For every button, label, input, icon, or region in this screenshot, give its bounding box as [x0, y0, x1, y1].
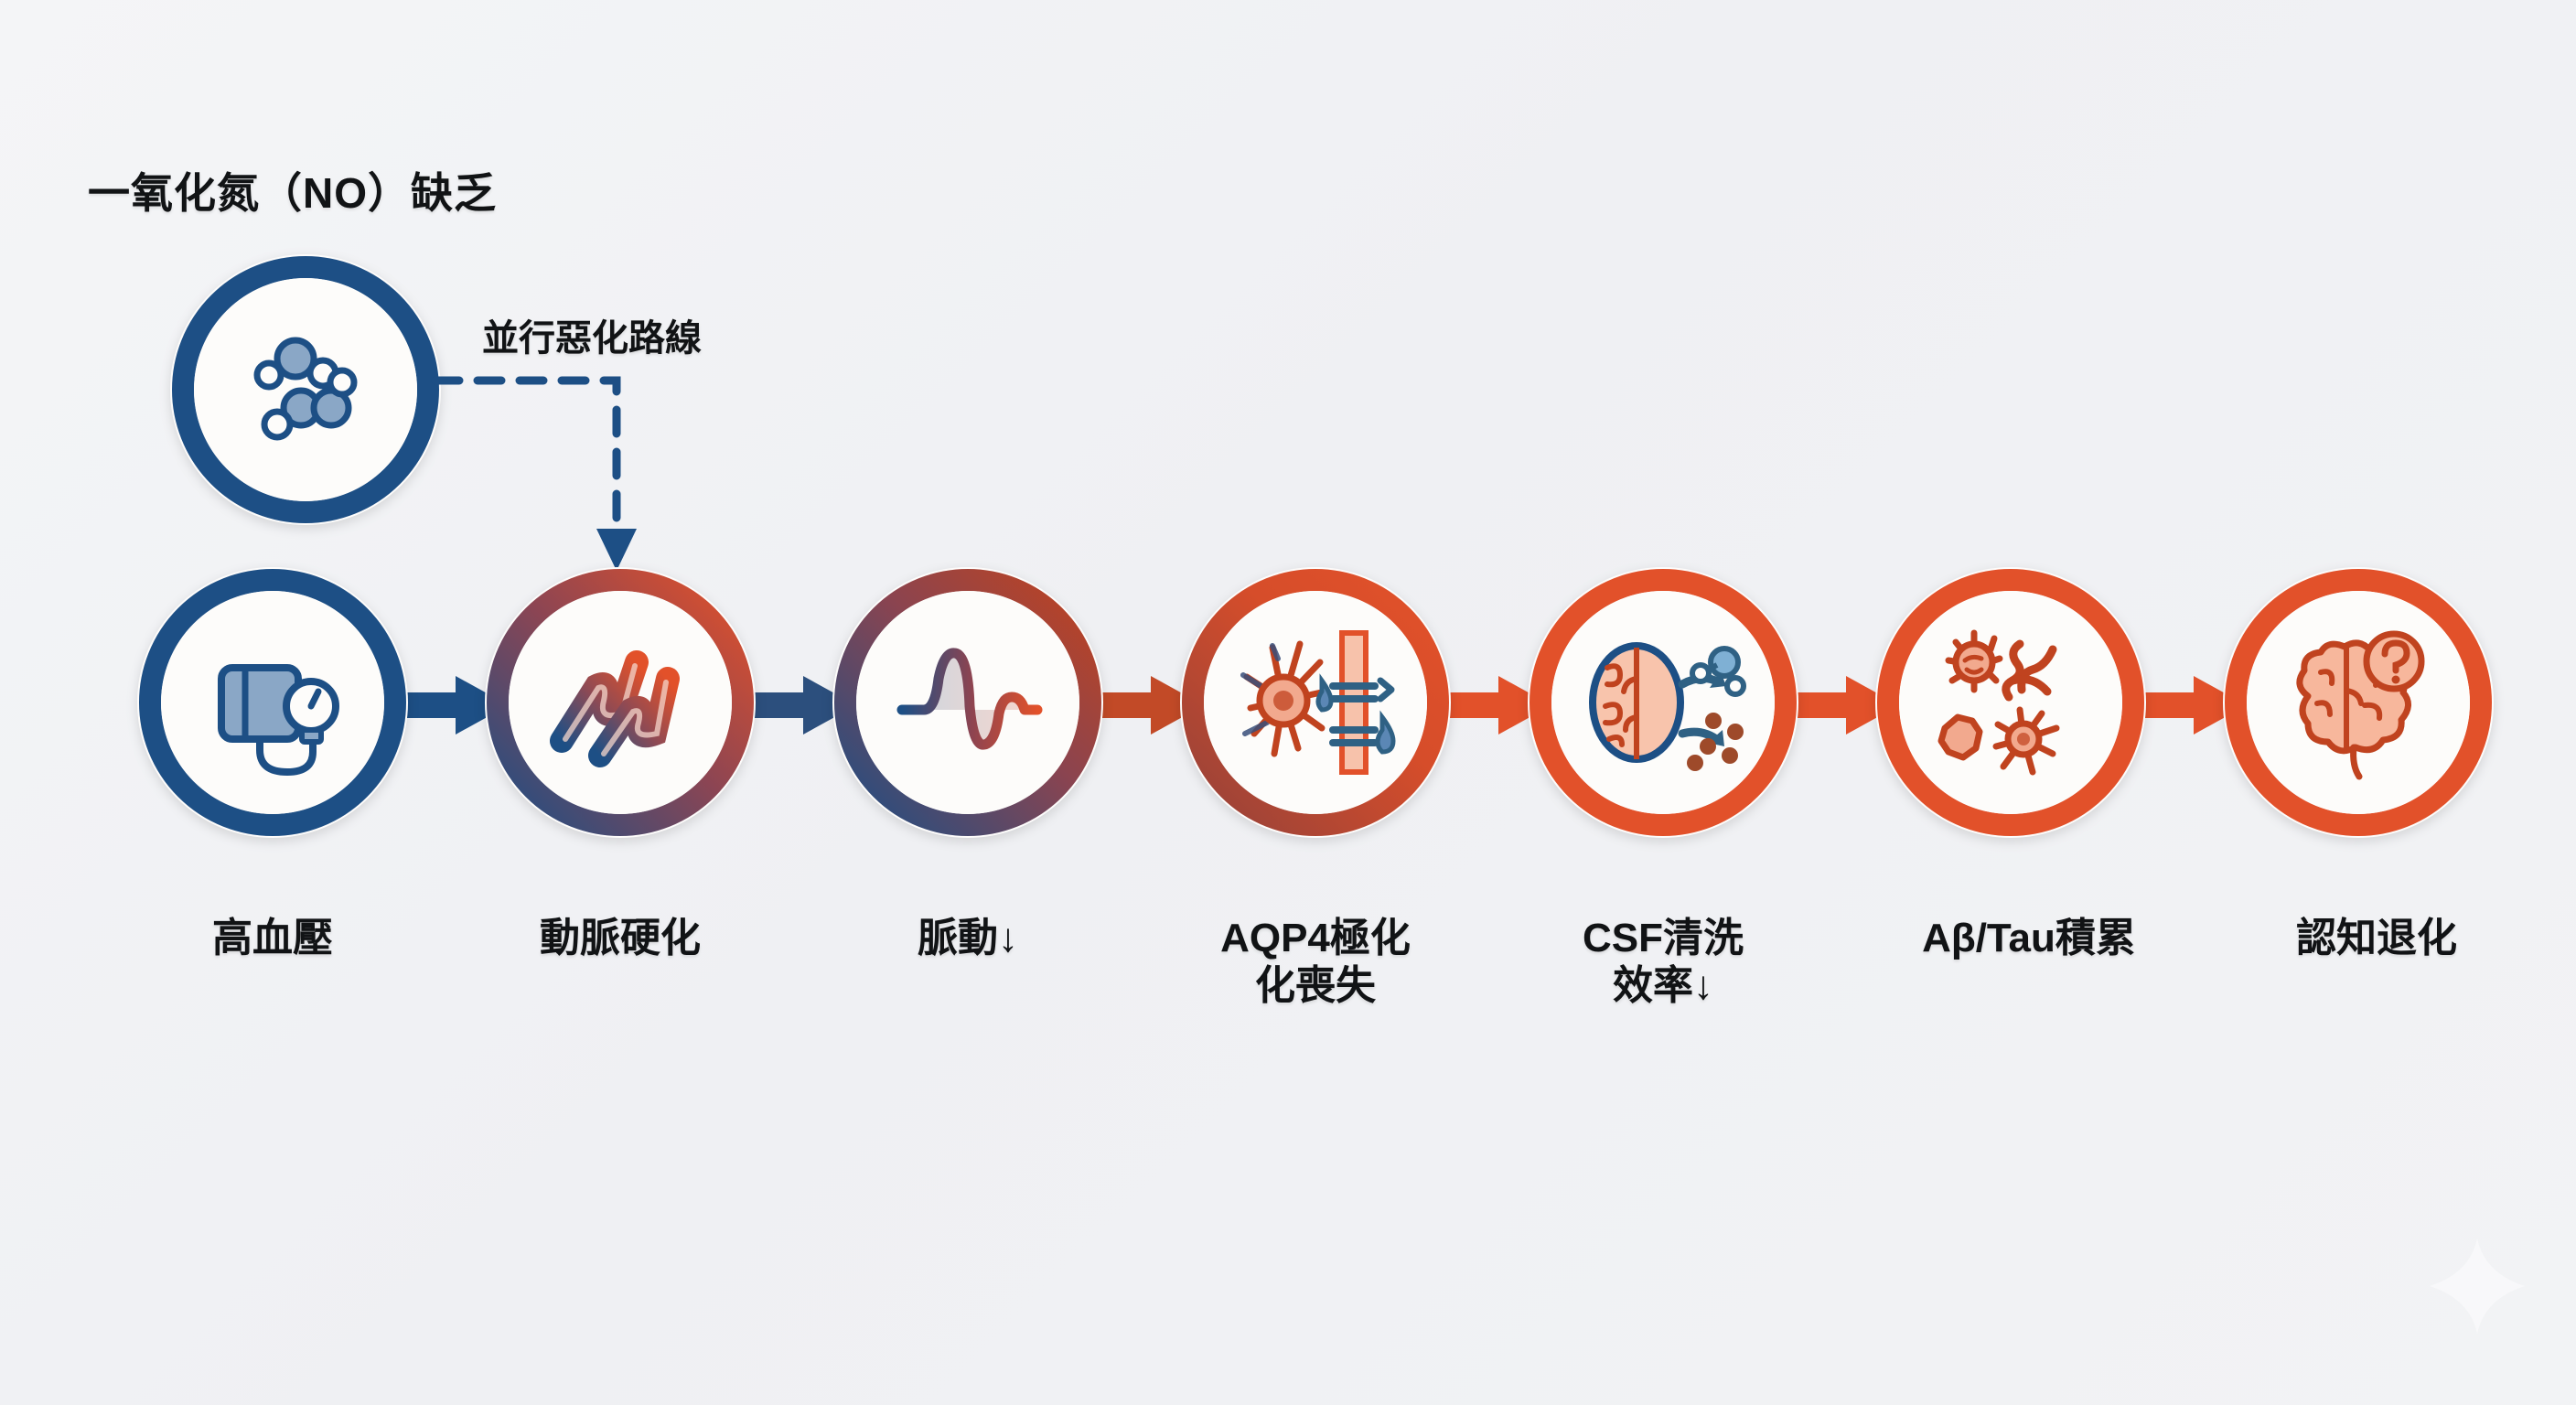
node-icon-plate [1551, 591, 1775, 814]
caption-pulsatility: 脈動↓ [918, 916, 1018, 960]
branch-annotation-label: 並行惡化路線 [482, 318, 702, 359]
blood-pressure-cuff-icon [218, 664, 339, 777]
branch-title: 一氧化氮（NO）缺乏 [88, 169, 497, 217]
node-cognitive-decline[interactable] [2223, 567, 2494, 838]
pulse-waveform-icon [896, 648, 1043, 750]
node-csf-clearance[interactable] [1528, 567, 1798, 838]
node-icon-plate [194, 278, 417, 501]
brain-question-icon [2296, 630, 2425, 780]
node-icon-plate [1899, 591, 2122, 814]
node-icon-plate [161, 591, 384, 814]
node-icon-plate [856, 591, 1079, 814]
node-icon-plate [1204, 591, 1427, 814]
dashed-branch-connector [431, 376, 637, 571]
node-icon-plate [509, 591, 732, 814]
node-pulsatility[interactable] [832, 567, 1103, 838]
caption-arteriosclerosis: 動脈硬化 [540, 916, 701, 960]
node-abeta-tau[interactable] [1875, 567, 2146, 838]
caption-hypertension: 高血壓 [212, 916, 333, 960]
caption-cognitive-decline: 認知退化 [2296, 916, 2457, 960]
sparkle-icon [2430, 1239, 2525, 1334]
caption-abeta-tau: Aβ/Tau積累 [1922, 916, 2136, 960]
stiff-artery-icon [550, 650, 680, 767]
node-icon-plate [2247, 591, 2470, 814]
node-arteriosclerosis[interactable] [485, 567, 756, 838]
no-molecule-icon [253, 337, 358, 441]
node-hypertension[interactable] [137, 567, 408, 838]
amyloid-plaque-tangle-icon [1937, 629, 2060, 776]
node-aqp4[interactable] [1180, 567, 1451, 838]
caption-aqp4: AQP4極化 化喪失 [1220, 916, 1411, 1008]
astrocyte-aqp4-channel-icon [1240, 630, 1396, 775]
brain-clearance-icon [1589, 642, 1746, 771]
caption-csf-clearance: CSF清洗 效率↓ [1583, 916, 1744, 1008]
node-no-deficiency[interactable] [170, 254, 441, 525]
